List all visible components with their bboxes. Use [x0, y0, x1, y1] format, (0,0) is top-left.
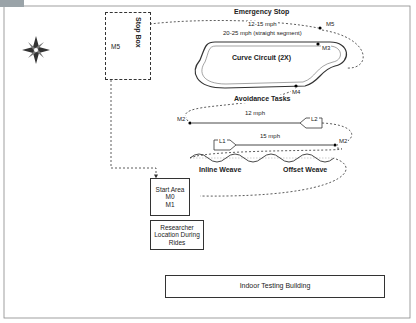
avoidance-lane: [192, 123, 300, 124]
curve-circuit-track: [195, 42, 346, 88]
marker-label: M2: [338, 138, 348, 145]
task-title: Emergency Stop: [233, 8, 290, 16]
cone-label: L1: [218, 138, 227, 145]
box-text: M5: [111, 43, 120, 50]
marker-label: M3: [321, 45, 331, 52]
task-title: Curve Circuit (2X): [231, 54, 292, 62]
stop-box: Stop BoxM5: [105, 12, 151, 80]
thumbnail-corner: [0, 0, 24, 7]
transition-path: [185, 89, 296, 121]
weave-path: [190, 154, 334, 162]
cone-label: L2: [310, 116, 319, 123]
route-connector: [111, 80, 156, 178]
speed-label: 15 mph: [259, 133, 281, 140]
box-title: Start Area: [156, 186, 185, 193]
building-box: Indoor Testing Building: [165, 275, 385, 298]
researcher-box: Researcher Location During Rides: [150, 220, 204, 250]
emergency-stop-path: [150, 21, 318, 28]
compass-rose: [22, 36, 50, 64]
start-area-box: Start AreaM0M1: [150, 178, 190, 216]
task-title: Avoidance Tasks: [233, 95, 291, 103]
box-text: M0: [165, 193, 174, 200]
box-title: Researcher Location During Rides: [154, 224, 200, 246]
speed-label: 12 mph: [244, 110, 266, 117]
maneuver-label: Inline Weave: [198, 166, 242, 174]
box-title: Stop Box: [134, 17, 142, 48]
box-title: Indoor Testing Building: [240, 282, 311, 290]
avoidance-lane: [236, 145, 333, 146]
marker-label: M2: [176, 116, 186, 123]
marker-label: M5: [325, 21, 335, 28]
box-text: M1: [165, 201, 174, 208]
curve-circuit-inner: [202, 46, 341, 84]
speed-label: 20-25 mph (straight segment): [222, 30, 303, 37]
marker-label: M4: [291, 89, 301, 96]
frame: [4, 6, 410, 318]
marker-dot: [318, 26, 321, 29]
speed-label: 12-15 mph: [247, 21, 278, 28]
maneuver-label: Offset Weave: [282, 166, 328, 174]
